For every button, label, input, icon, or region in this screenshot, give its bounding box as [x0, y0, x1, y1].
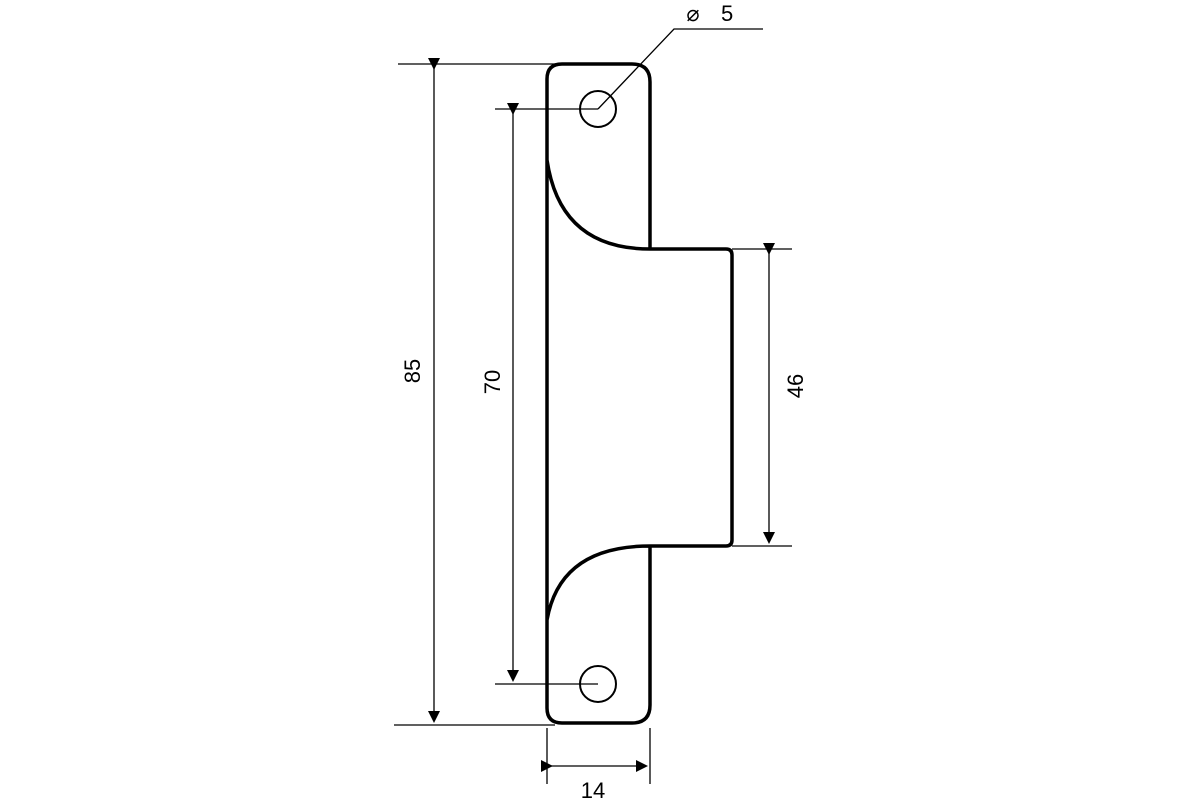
- dimension-label-70: 70: [480, 370, 505, 394]
- diameter-leader-line: [597, 28, 763, 110]
- dimension-label-14: 14: [581, 778, 605, 800]
- strike-plate-outline: [545, 62, 734, 725]
- dimension-label-diameter: 5: [721, 1, 733, 26]
- dimension-label-46: 46: [783, 374, 808, 398]
- diameter-symbol: ⌀: [686, 1, 699, 26]
- dimension-label-85: 85: [400, 359, 425, 383]
